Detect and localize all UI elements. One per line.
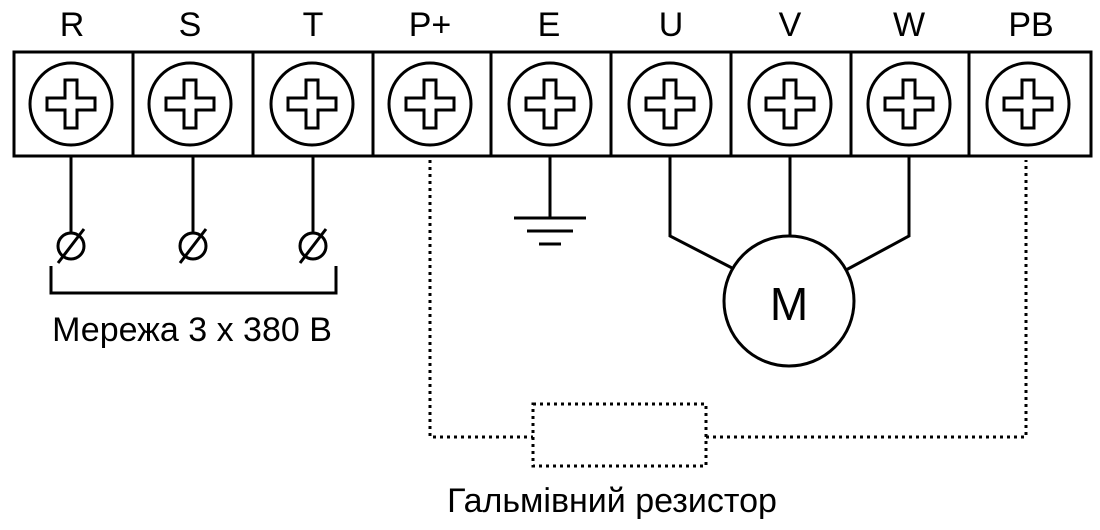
- terminal-dividers: [131, 52, 971, 156]
- screw-terminal-u: [627, 61, 713, 147]
- screw-terminal-e: [507, 61, 593, 147]
- mains-connector-s: [178, 228, 208, 264]
- screw-terminal-t: [269, 61, 355, 147]
- mains-caption: Мережа 3 x 380 В: [52, 311, 332, 349]
- brake-resistor-symbol: [531, 402, 708, 468]
- terminal-label-pb: PB: [1008, 6, 1053, 44]
- screw-terminal-v: [747, 61, 833, 147]
- screw-terminal-p-plus: [387, 61, 473, 147]
- terminal-label-e: E: [538, 6, 561, 44]
- mains-connector-r: [56, 228, 86, 264]
- motor-wires: [668, 156, 911, 272]
- terminal-label-v: V: [779, 6, 802, 44]
- terminal-label-p-plus: P+: [409, 6, 452, 44]
- ground-symbol: [514, 156, 586, 246]
- terminal-label-u: U: [659, 6, 684, 44]
- terminal-label-r: R: [60, 6, 85, 44]
- screw-terminal-w: [866, 61, 952, 147]
- terminal-block: [12, 50, 1093, 158]
- mains-bracket: [49, 266, 338, 295]
- screw-terminal-s: [147, 61, 233, 147]
- screw-terminal-r: [28, 61, 114, 147]
- mains-connector-t: [298, 228, 328, 264]
- terminal-label-t: T: [303, 6, 324, 44]
- terminal-label-s: S: [179, 6, 202, 44]
- mains-wires: [69, 156, 315, 233]
- terminal-label-w: W: [893, 6, 925, 44]
- brake-resistor-caption: Гальмівний резистор: [447, 482, 777, 520]
- brake-resistor-wires: [428, 160, 1028, 439]
- motor-label: M: [770, 278, 808, 330]
- screw-terminal-pb: [985, 61, 1071, 147]
- motor-symbol: [722, 234, 856, 368]
